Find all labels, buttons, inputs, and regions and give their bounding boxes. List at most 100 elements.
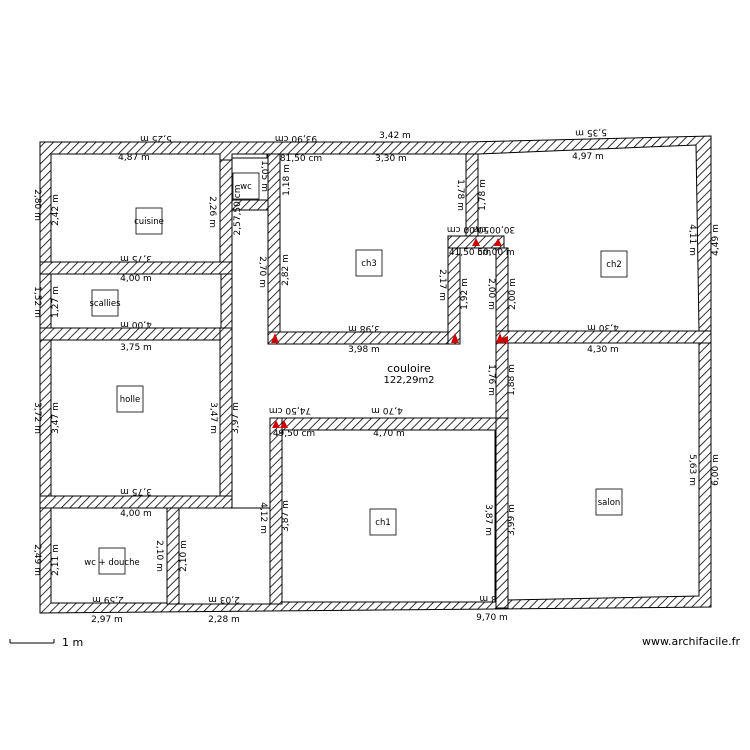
svg-text:3,87 m: 3,87 m <box>483 504 493 536</box>
svg-text:5,35 m: 5,35 m <box>575 126 607 137</box>
svg-text:4,70 m: 4,70 m <box>371 405 403 415</box>
svg-text:2,03 m: 2,03 m <box>208 594 240 604</box>
svg-text:4,00 m: 4,00 m <box>120 509 152 519</box>
svg-text:2,97 m: 2,97 m <box>91 615 123 625</box>
svg-text:ch1: ch1 <box>375 518 390 528</box>
svg-text:2,49 m: 2,49 m <box>32 544 42 576</box>
svg-text:wc + douche: wc + douche <box>84 558 139 568</box>
svg-text:3,87 m: 3,87 m <box>281 500 291 532</box>
svg-text:3,47 m: 3,47 m <box>51 402 61 434</box>
svg-text:4,70 m: 4,70 m <box>373 429 405 439</box>
svg-text:3,47 m: 3,47 m <box>208 402 218 434</box>
svg-text:1,27 m: 1,27 m <box>51 286 61 318</box>
svg-text:9,70 m: 9,70 m <box>476 613 508 623</box>
svg-text:1,52 m: 1,52 m <box>32 286 42 318</box>
svg-text:1,88 m: 1,88 m <box>507 364 517 396</box>
scale-bar: 1 m <box>9 636 83 649</box>
svg-text:4,30 m: 4,30 m <box>587 322 619 332</box>
wall-cuisine-bottom <box>39 261 233 275</box>
svg-text:50,00 cm: 50,00 cm <box>447 224 489 234</box>
label-ch2: ch2 <box>600 250 628 278</box>
svg-text:3,42 m: 3,42 m <box>379 131 411 141</box>
label-ch1: ch1 <box>369 508 397 536</box>
svg-text:2,80 m: 2,80 m <box>32 189 42 221</box>
svg-text:ch3: ch3 <box>361 259 376 269</box>
room-holle <box>50 339 221 497</box>
svg-text:4,12 m: 4,12 m <box>258 502 268 534</box>
svg-text:2,00 m: 2,00 m <box>486 278 496 310</box>
svg-text:4,49 m: 4,49 m <box>711 224 721 256</box>
svg-text:3,99 m: 3,99 m <box>507 504 517 536</box>
svg-text:49,50 cm: 49,50 cm <box>273 429 315 439</box>
wall-cuisine-right <box>219 159 233 275</box>
wall-ch1-left <box>269 417 283 605</box>
svg-text:wc: wc <box>240 182 252 192</box>
svg-text:2,42 m: 2,42 m <box>51 194 61 226</box>
svg-text:ch2: ch2 <box>606 260 621 270</box>
svg-text:5,63 m: 5,63 m <box>687 454 697 486</box>
svg-text:3,72 m: 3,72 m <box>32 402 42 434</box>
svg-text:2,28 m: 2,28 m <box>208 615 240 625</box>
svg-text:2,17 m: 2,17 m <box>437 269 447 301</box>
svg-text:30,00 cm: 30,00 cm <box>473 224 515 234</box>
svg-text:salon: salon <box>598 498 621 508</box>
svg-text:2,59 m: 2,59 m <box>92 594 124 604</box>
svg-text:3,75 m: 3,75 m <box>120 486 152 496</box>
label-wc-douche: wc + douche <box>84 547 140 575</box>
svg-text:holle: holle <box>120 395 141 405</box>
svg-text:2,10 m: 2,10 m <box>179 540 189 572</box>
svg-text:4,11 m: 4,11 m <box>687 224 697 256</box>
svg-text:1,18 m: 1,18 m <box>282 164 292 196</box>
svg-text:3,98 m: 3,98 m <box>348 345 380 355</box>
svg-text:74,50 cm: 74,50 cm <box>269 405 311 415</box>
svg-text:2,57,50 cm: 2,57,50 cm <box>233 185 243 236</box>
room-passage <box>178 507 271 605</box>
room-cuisine <box>50 153 221 263</box>
svg-text:41,50 cm: 41,50 cm <box>449 248 491 258</box>
wall-ch3-ch2 <box>465 153 479 237</box>
wall-wc-right <box>166 507 180 605</box>
svg-text:2,11 m: 2,11 m <box>51 544 61 576</box>
label-couloire: couloire <box>387 362 431 375</box>
svg-text:81,50 cm: 81,50 cm <box>280 154 322 164</box>
svg-text:3,30 m: 3,30 m <box>375 154 407 164</box>
svg-text:2,10 m: 2,10 m <box>154 540 164 572</box>
svg-text:1,92 m: 1,92 m <box>460 278 470 310</box>
svg-text:2,82 m: 2,82 m <box>281 254 291 286</box>
svg-text:3,75 m: 3,75 m <box>120 343 152 353</box>
svg-text:2,00 m: 2,00 m <box>508 278 518 310</box>
room-ch3 <box>279 153 467 333</box>
svg-text:5,25 m: 5,25 m <box>140 133 172 143</box>
label-ch3: ch3 <box>355 249 383 277</box>
label-wc: wc <box>232 172 260 200</box>
svg-text:scallies: scallies <box>89 299 121 309</box>
svg-text:2,26 m: 2,26 m <box>207 196 217 228</box>
svg-text:4,97 m: 4,97 m <box>572 152 604 162</box>
svg-text:2,70 m: 2,70 m <box>257 256 267 288</box>
svg-text:3 m: 3 m <box>479 593 496 603</box>
svg-text:4,00 m: 4,00 m <box>120 274 152 284</box>
wall-ch2-bottom <box>495 330 712 344</box>
label-scallies: scallies <box>89 289 121 317</box>
svg-text:cuisine: cuisine <box>134 217 164 227</box>
label-cuisine: cuisine <box>134 207 164 235</box>
svg-text:1 m: 1 m <box>62 636 83 649</box>
svg-text:6,00 m: 6,00 m <box>711 454 721 486</box>
label-salon: salon <box>595 488 623 516</box>
svg-text:4,30 m: 4,30 m <box>587 345 619 355</box>
credit-text: www.archifacile.fr <box>642 635 740 648</box>
svg-text:1,78 m: 1,78 m <box>478 179 488 211</box>
svg-text:3,98 m: 3,98 m <box>348 323 380 333</box>
label-holle: holle <box>116 385 144 413</box>
svg-text:1,05 m: 1,05 m <box>259 160 269 192</box>
svg-text:4,00 m: 4,00 m <box>120 319 152 329</box>
dimension-labels: 5,25 m 93,90 cm 3,42 m 5,35 m 4,87 m 81,… <box>32 126 721 625</box>
svg-text:93,90 cm: 93,90 cm <box>275 133 317 143</box>
svg-text:3,75 m: 3,75 m <box>120 253 152 263</box>
svg-text:50,00 m: 50,00 m <box>477 248 514 258</box>
wall-ch1-right <box>495 417 509 609</box>
opening-markers <box>271 238 508 428</box>
svg-text:1,78 m: 1,78 m <box>455 179 465 211</box>
room-salon <box>507 342 700 601</box>
